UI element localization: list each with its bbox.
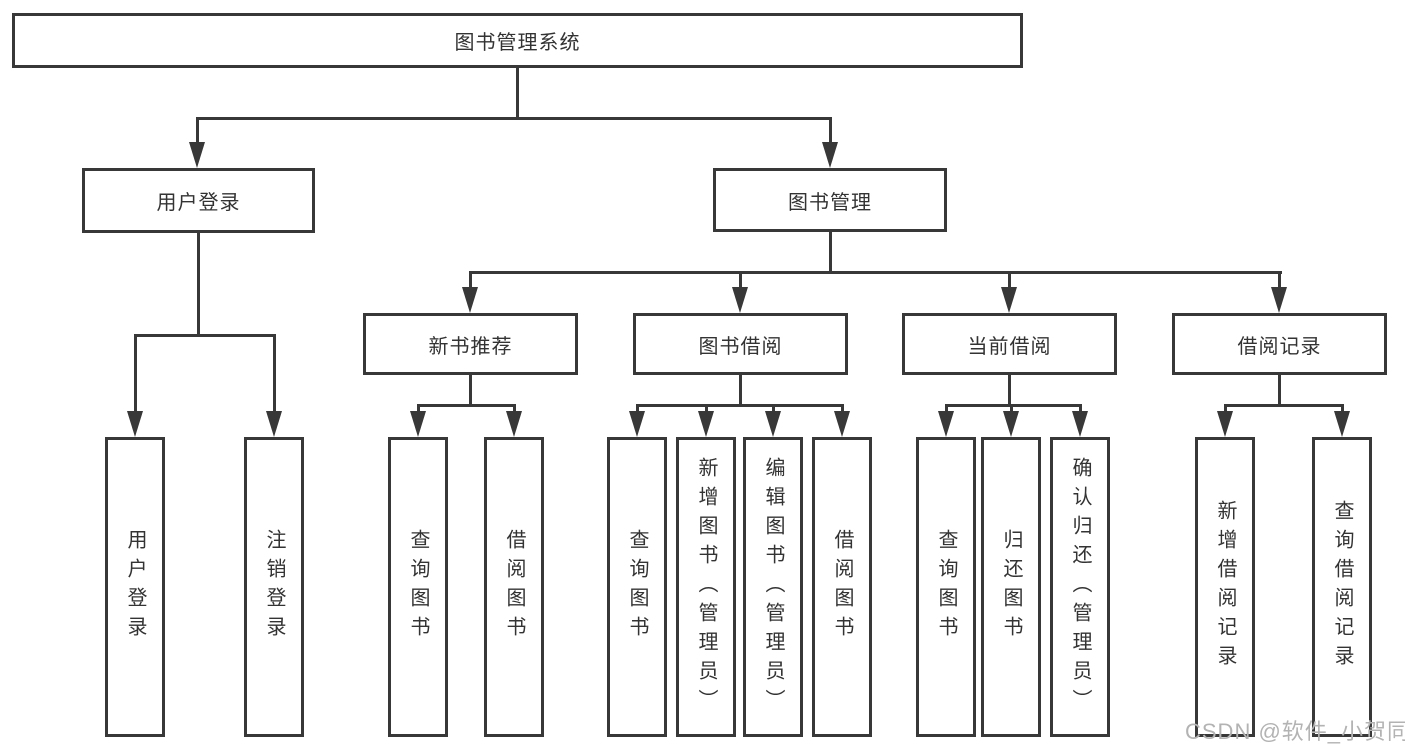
- node-book-mgmt: 图书管理: [713, 168, 947, 232]
- connector-line: [469, 375, 472, 407]
- connector-line: [739, 271, 742, 289]
- arrowhead-down-icon: [506, 411, 522, 437]
- connector-line: [1224, 404, 1227, 414]
- leaf-borrow-borrow-book: 借阅图书: [812, 437, 872, 737]
- arrowhead-down-icon: [698, 411, 714, 437]
- connector-line: [513, 404, 516, 414]
- leaf-current-query-book: 查询图书: [916, 437, 976, 737]
- connector-line: [469, 271, 1282, 274]
- leaf-recommend-query-book: 查询图书: [388, 437, 448, 737]
- connector-line: [739, 375, 742, 407]
- leaf-borrow-add-book-admin: 新增图书（管理员）: [676, 437, 736, 737]
- leaf-user-login: 用户登录: [105, 437, 165, 737]
- connector-line: [273, 334, 276, 414]
- connector-line: [945, 404, 1082, 407]
- connector-line: [1010, 404, 1013, 414]
- connector-line: [134, 334, 137, 414]
- connector-line: [705, 404, 708, 414]
- leaf-records-add-record: 新增借阅记录: [1195, 437, 1255, 737]
- leaf-records-query-record: 查询借阅记录: [1312, 437, 1372, 737]
- node-new-book-recommend: 新书推荐: [363, 313, 578, 375]
- arrowhead-down-icon: [938, 411, 954, 437]
- arrowhead-down-icon: [462, 287, 478, 313]
- connector-line: [417, 404, 516, 407]
- connector-line: [196, 117, 199, 145]
- connector-line: [636, 404, 844, 407]
- connector-line: [1008, 271, 1011, 289]
- connector-line: [469, 271, 472, 289]
- connector-line: [829, 117, 832, 145]
- connector-line: [134, 334, 276, 337]
- arrowhead-down-icon: [629, 411, 645, 437]
- arrowhead-down-icon: [266, 411, 282, 437]
- arrowhead-down-icon: [732, 287, 748, 313]
- connector-line: [1341, 404, 1344, 414]
- arrowhead-down-icon: [1003, 411, 1019, 437]
- leaf-recommend-borrow-book: 借阅图书: [484, 437, 544, 737]
- arrowhead-down-icon: [1271, 287, 1287, 313]
- arrowhead-down-icon: [1217, 411, 1233, 437]
- connector-line: [1224, 404, 1344, 407]
- leaf-borrow-edit-book-admin: 编辑图书（管理员）: [743, 437, 803, 737]
- node-current-borrow: 当前借阅: [902, 313, 1117, 375]
- connector-line: [417, 404, 420, 414]
- connector-line: [197, 233, 200, 335]
- arrowhead-down-icon: [765, 411, 781, 437]
- arrowhead-down-icon: [1334, 411, 1350, 437]
- node-user-login: 用户登录: [82, 168, 315, 233]
- leaf-current-confirm-return-admin: 确认归还（管理员）: [1050, 437, 1110, 737]
- connector-line: [1079, 404, 1082, 414]
- leaf-current-return-book: 归还图书: [981, 437, 1041, 737]
- connector-line: [1278, 271, 1281, 289]
- arrowhead-down-icon: [822, 142, 838, 168]
- connector-line: [772, 404, 775, 414]
- arrowhead-down-icon: [1001, 287, 1017, 313]
- arrowhead-down-icon: [834, 411, 850, 437]
- connector-line: [636, 404, 639, 414]
- connector-line: [841, 404, 844, 414]
- connector-line: [1278, 375, 1281, 406]
- connector-line: [196, 117, 832, 120]
- connector-line: [829, 232, 832, 273]
- arrowhead-down-icon: [410, 411, 426, 437]
- connector-line: [1008, 375, 1011, 407]
- arrowhead-down-icon: [127, 411, 143, 437]
- leaf-logout: 注销登录: [244, 437, 304, 737]
- connector-line: [945, 404, 948, 414]
- node-book-borrow: 图书借阅: [633, 313, 848, 375]
- arrowhead-down-icon: [189, 142, 205, 168]
- csdn-watermark: CSDN @软件_小贺同学: [1185, 719, 1405, 744]
- arrowhead-down-icon: [1072, 411, 1088, 437]
- node-borrow-records: 借阅记录: [1172, 313, 1387, 375]
- leaf-borrow-query-book: 查询图书: [607, 437, 667, 737]
- connector-line: [516, 68, 519, 118]
- node-root: 图书管理系统: [12, 13, 1023, 68]
